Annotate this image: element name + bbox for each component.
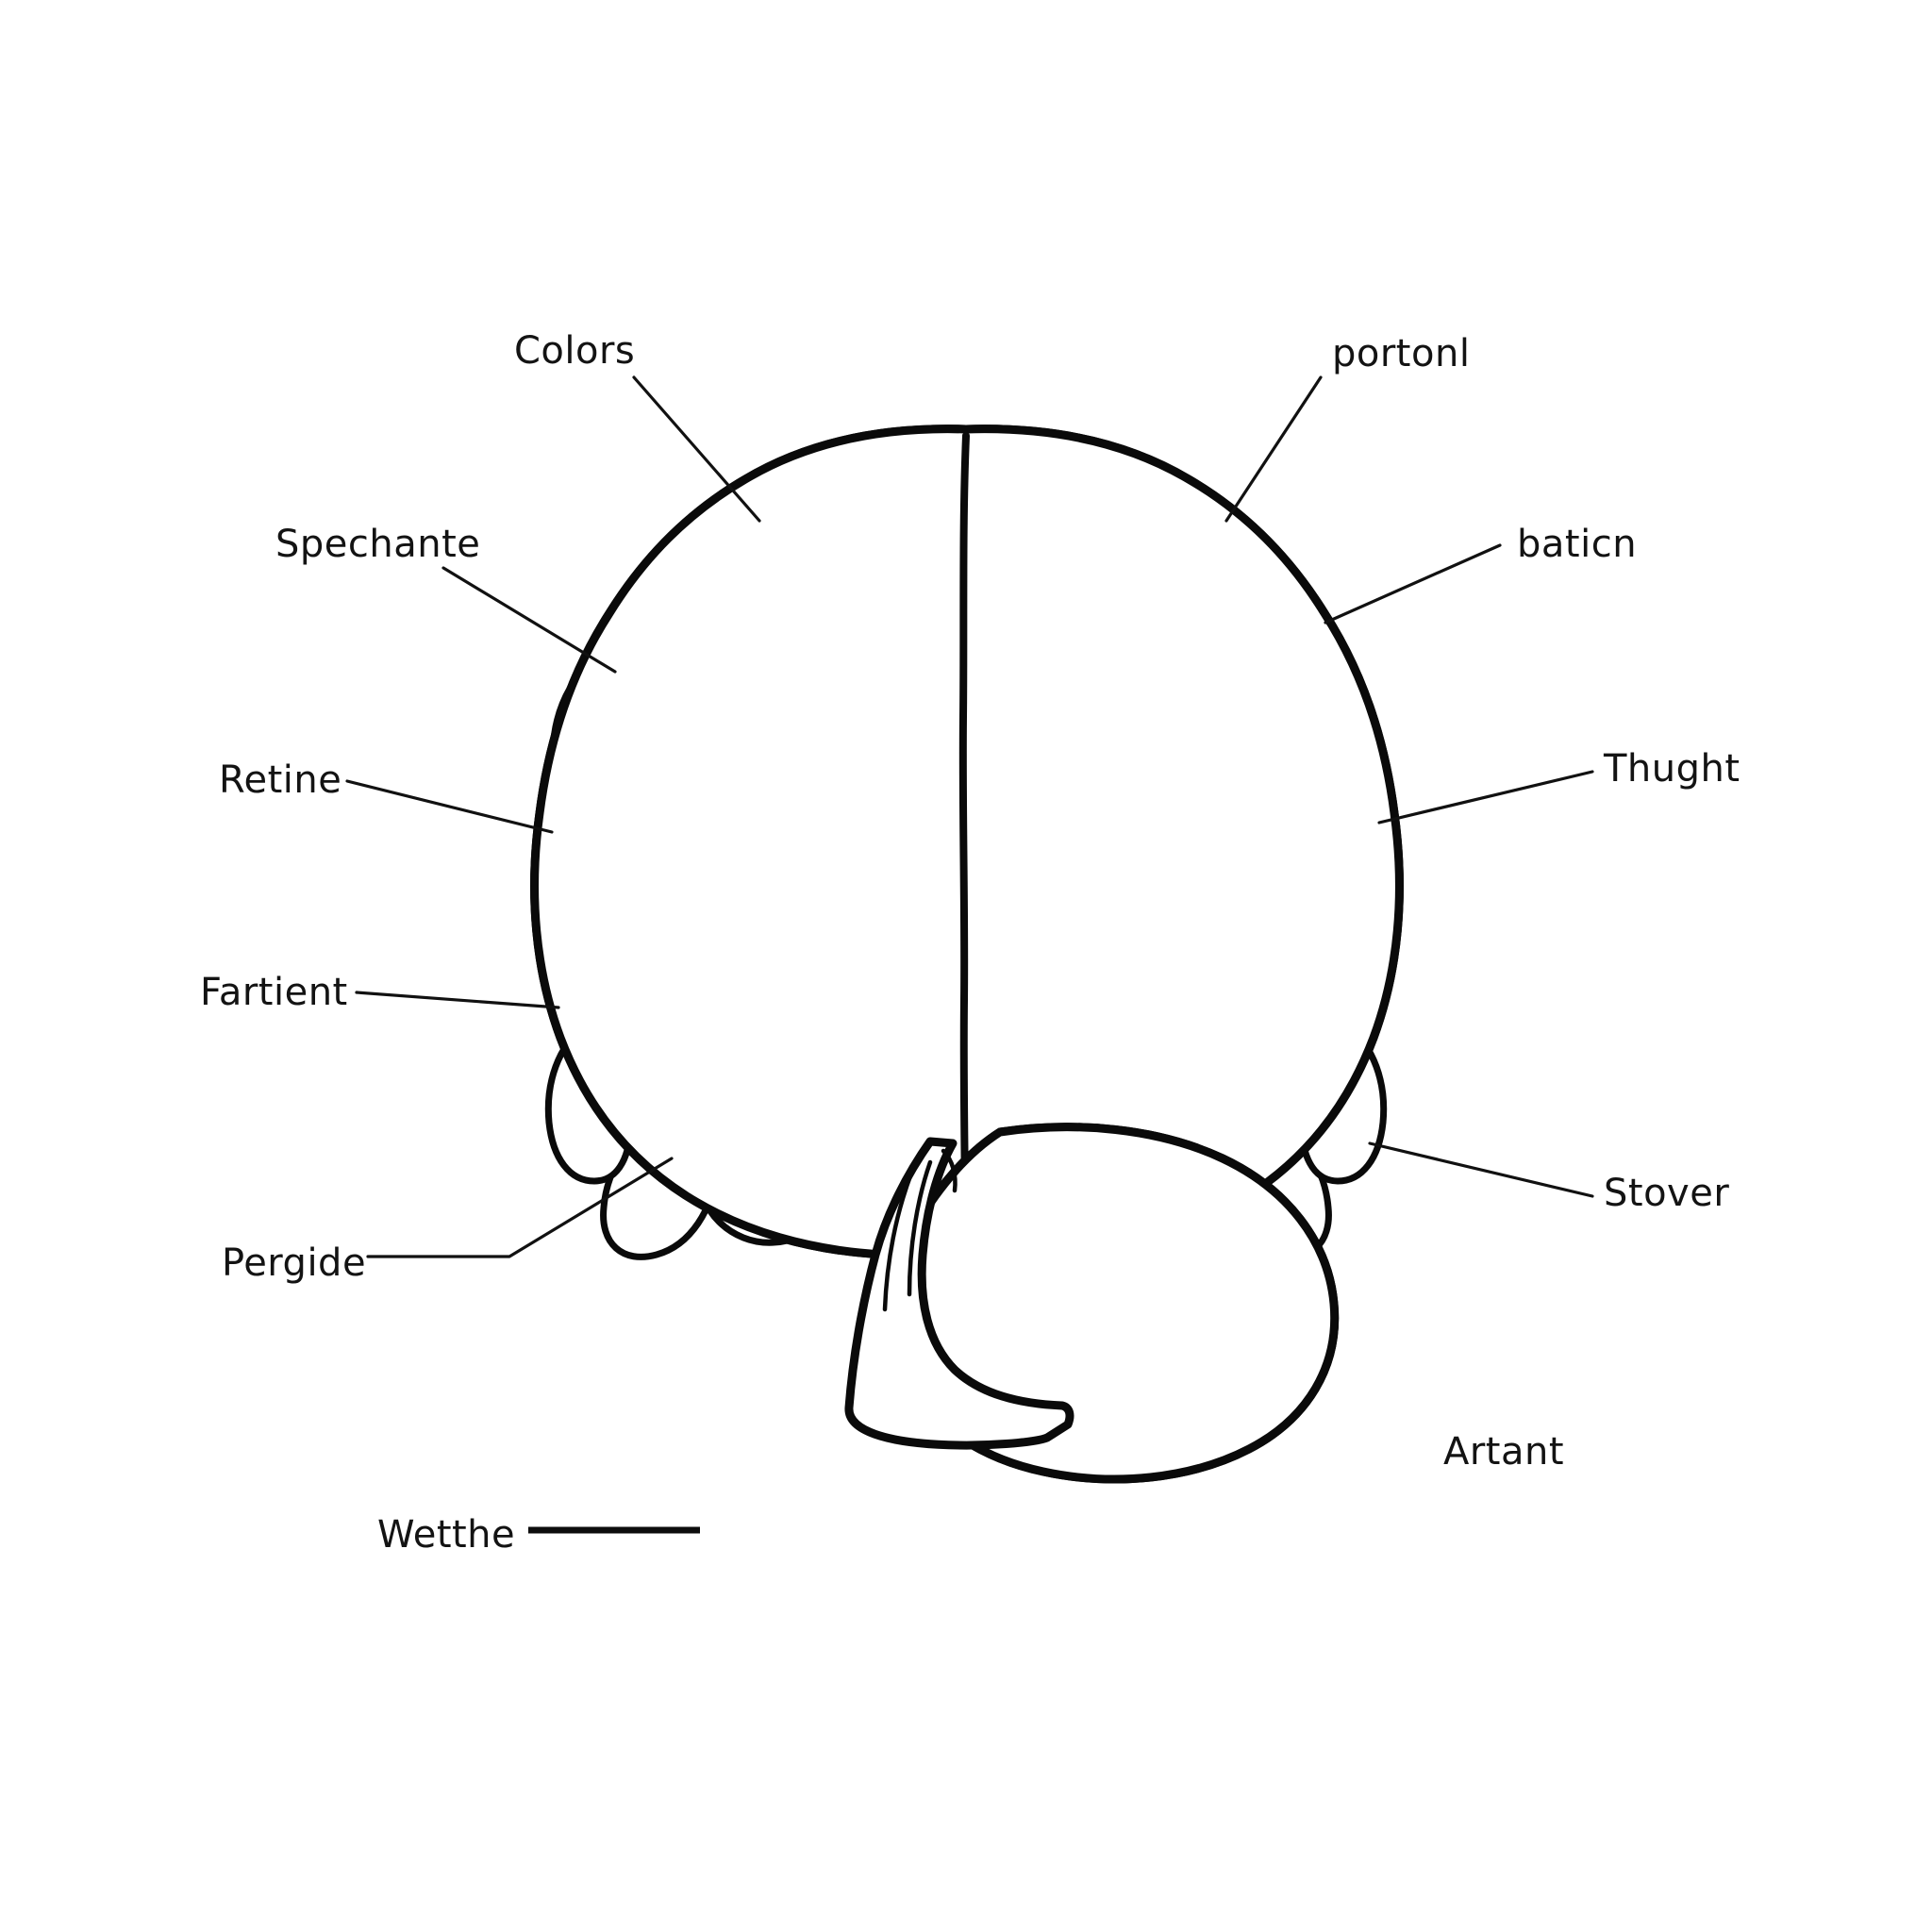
brainstem-group (844, 1137, 1074, 1450)
brainstem-notch (941, 1148, 958, 1193)
cerebrum-group (530, 425, 1404, 1261)
leader-lines-group (345, 375, 1594, 1258)
legend-group: Wetthe (377, 1513, 700, 1557)
brainstem-ridge-2 (907, 1159, 933, 1297)
legend-label-wetthe[interactable]: Wetthe (377, 1513, 515, 1557)
label-stover[interactable]: Stover (1604, 1172, 1729, 1215)
brainstem-ridge (882, 1171, 914, 1312)
brainstem (844, 1137, 1074, 1450)
label-baticn[interactable]: baticn (1517, 523, 1637, 566)
leader-line-colors (632, 375, 761, 523)
leader-line-fartient (355, 991, 560, 1009)
leader-line-thught (1377, 770, 1594, 824)
leader-line-spechante (441, 566, 617, 674)
leader-line-pergide (366, 1157, 674, 1258)
label-colors[interactable]: Colors (514, 329, 635, 373)
longitudinal-fissure-top (958, 432, 970, 1260)
label-thught[interactable]: Thught (1603, 747, 1740, 791)
label-retine[interactable]: Retine (219, 758, 341, 802)
labels-group: Colors Spechante Retine Fartient Pergide… (200, 329, 1740, 1474)
label-portonl[interactable]: portonl (1332, 332, 1470, 375)
leader-line-retine (345, 779, 554, 834)
label-pergide[interactable]: Pergide (222, 1241, 366, 1285)
leader-line-stover (1368, 1141, 1594, 1198)
label-spechante[interactable]: Spechante (275, 523, 480, 566)
label-fartient[interactable]: Fartient (200, 971, 348, 1014)
leader-line-portonl (1224, 375, 1323, 523)
leader-line-baticn (1324, 543, 1502, 625)
label-artant[interactable]: Artant (1443, 1430, 1564, 1474)
